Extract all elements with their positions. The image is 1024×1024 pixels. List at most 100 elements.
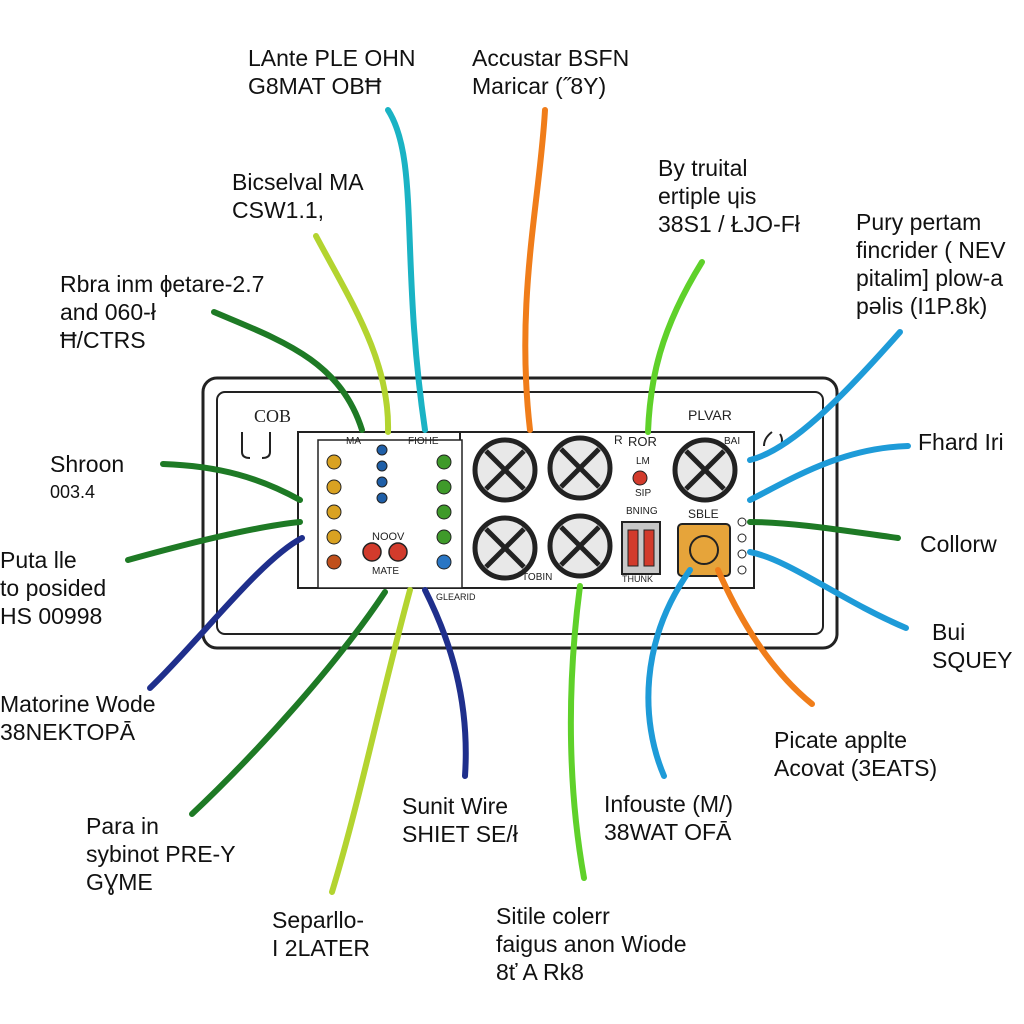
label-line: 38NEKTOPĀ	[0, 719, 136, 745]
wire-orange-right-picate	[715, 567, 815, 707]
bottom-tobin: TOBIN	[522, 572, 552, 583]
header-ror: ROR	[628, 434, 657, 449]
label-line: Para in	[86, 813, 159, 839]
board-left-label: COB	[254, 406, 291, 426]
label-line: Accustar BSFN	[472, 45, 630, 71]
label-top-left-1: LAnte PLE OHN G8MAT OBĦ	[248, 44, 415, 100]
screw-column-amber	[326, 454, 342, 570]
label-line: Sitile colerr	[496, 903, 610, 929]
label-line: pitalim] plow-a	[856, 265, 1003, 291]
label-right-collorw: Collorw	[920, 530, 997, 558]
header-bai: BAI	[724, 436, 740, 447]
label-line: 38WAT OFĀ	[604, 819, 732, 845]
label-line: Fhard Iri	[918, 429, 1004, 455]
label-line: fincrider ( NEV	[856, 237, 1006, 263]
label-upper-right: By truital ertiple ɥis 38S1 / ŁJO‐Fł	[658, 154, 800, 238]
label-left-shroon: Shroon 003.4	[50, 450, 124, 506]
label-line: CSW1.1,	[232, 197, 325, 223]
label-line: Sunit Wire	[402, 793, 509, 819]
wire-orange-top	[522, 107, 548, 433]
label-thunk: THUNK	[622, 574, 653, 584]
label-line: Separllo-	[272, 907, 365, 933]
label-line: By truital	[658, 155, 748, 181]
label-left-top: Rbra inm ɸetare-2.7 and 060‐ł Ħ/CTRS	[60, 270, 264, 354]
label-line: sybinot PRE-Y	[86, 841, 236, 867]
label-bning: BNING	[626, 506, 658, 517]
label-right-picate: Picate applte Acovat (3EATS)	[774, 726, 937, 782]
potentiometer-block[interactable]	[677, 523, 731, 577]
label-line: 38S1 / ŁJO‐Fł	[658, 211, 800, 237]
wire-lime-bottom-separllo	[329, 587, 413, 895]
label-line: Shroon	[50, 451, 125, 477]
label-line: SHIET SE/ł	[402, 821, 518, 847]
label-top-mid: Accustar BSFN Maricar (˝8Y)	[472, 44, 629, 100]
enclosure-outer	[201, 376, 839, 650]
label-line: Acovat (3EATS)	[774, 755, 938, 781]
label-right-bui: Bui SQUEY	[932, 618, 1013, 674]
screw-column-right	[737, 517, 747, 575]
relay-cross-icon	[472, 435, 738, 581]
label-line: Pury pertam	[856, 209, 982, 235]
screw-column-blue	[376, 444, 388, 504]
label-line: GƔME	[86, 869, 153, 895]
wire-green-left-shroon	[160, 461, 303, 503]
label-line: Ħ/CTRS	[60, 327, 146, 353]
screw-column-green	[436, 454, 452, 570]
btn-label: NOOV	[372, 531, 405, 543]
label-line: to posided	[0, 575, 107, 601]
label-line: Maricar (˝8Y)	[472, 73, 607, 99]
header-fiohe: FIOHE	[408, 436, 439, 447]
wire-navy-left-matorine	[147, 535, 305, 691]
label-line: faigus anon Wiode	[496, 931, 687, 957]
label-line: I 2LATER	[272, 935, 370, 961]
label-sble: SBLE	[688, 507, 719, 521]
label-line: Picate applte	[774, 727, 907, 753]
label-line: Infouste (M/)	[604, 791, 734, 817]
label-bottom-sunit: Sunit Wire SHIET SE/ł	[402, 792, 518, 848]
mid-sip: SIP	[635, 488, 651, 499]
wire-green-right-collorw	[747, 519, 901, 541]
red-button-left[interactable]	[362, 542, 382, 562]
label-line: 003.4	[50, 482, 96, 502]
wire-blue-right-bui	[747, 549, 909, 631]
label-line: Matorine Wode	[0, 691, 156, 717]
label-line: Puta lle	[0, 547, 77, 573]
wire-green-bottom-sitile	[567, 583, 587, 881]
wire-blue-right-fhard	[747, 443, 911, 503]
bottom-gleard: GLEARID	[436, 592, 476, 602]
wire-blue-bottom-infouste	[645, 567, 693, 779]
label-line: ertiple ɥis	[658, 183, 757, 209]
label-bottom-separllo: Separllo- I 2LATER	[272, 906, 370, 962]
label-line: pəlis (I1P.8k)	[856, 293, 988, 319]
label-left-matorine: Matorine Wode 38NEKTOPĀ	[0, 690, 156, 746]
label-line: and 060‐ł	[60, 299, 156, 325]
wire-green-left-puta	[125, 519, 303, 563]
wire-green-upper-right	[645, 259, 705, 435]
switch-lever-2	[643, 529, 655, 567]
label-line: 8ť A Rk8	[496, 959, 584, 985]
wire-cyan-top	[385, 107, 428, 433]
mid-lm: LM	[636, 456, 650, 467]
pot-knob-icon	[689, 535, 719, 565]
wire-lime-upper	[313, 233, 392, 435]
header-ma: MA	[346, 436, 361, 447]
label-upper-left: Bicselval MA CSW1.1,	[232, 168, 364, 224]
label-right-fhard: Fhard Iri	[918, 428, 1004, 456]
board-right-label: PLVAR	[688, 407, 732, 423]
red-button-right[interactable]	[388, 542, 408, 562]
label-bottom-infouste: Infouste (M/) 38WAT OFĀ	[604, 790, 733, 846]
label-line: LAnte PLE OHN	[248, 45, 416, 71]
indicator-led	[632, 470, 648, 486]
label-line: Bicselval MA	[232, 169, 364, 195]
label-line: Bui	[932, 619, 966, 645]
wire-blue-right-top	[747, 329, 903, 463]
label-line: SQUEY	[932, 647, 1013, 673]
label-line: Collorw	[920, 531, 997, 557]
enclosure-inner	[216, 391, 824, 635]
label-left-puta: Puta lle to posided HS 00998	[0, 546, 106, 630]
left-bracket-icon	[241, 432, 271, 459]
label-line: HS 00998	[0, 603, 103, 629]
label-line: G8MAT OBĦ	[248, 73, 382, 99]
wire-navy-bottom-sunit	[422, 587, 469, 779]
